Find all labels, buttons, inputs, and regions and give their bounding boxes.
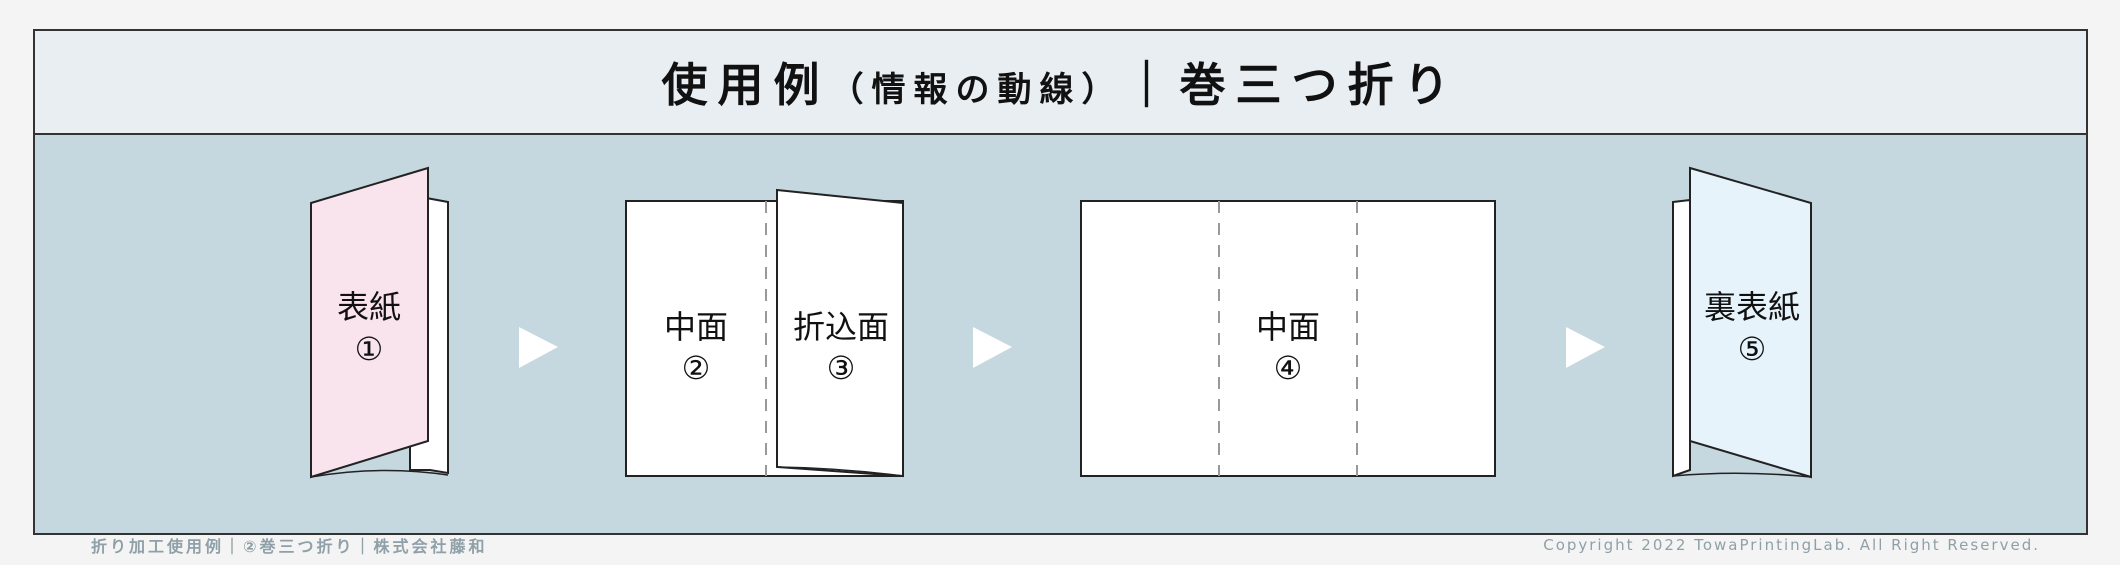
page-title: 使用例（情報の動線）｜巻三つ折り [662,49,1460,115]
cover-bottom-edge [310,469,449,478]
foldin-label: 折込面 [793,308,889,346]
foldin-number: ③ [827,349,856,387]
copyright-text: Copyright 2022 TowaPrintingLab. All Righ… [1543,536,2040,554]
title-main: 使用例 [661,58,830,112]
inner-label: 中面 [664,308,728,346]
open-number: ④ [1274,349,1303,387]
inner-number: ② [682,349,711,387]
open-sheet [1080,200,1496,477]
open-label: 中面 [1256,308,1320,346]
back-cover-back-sheet [1672,198,1691,478]
step-inner-fold: 中面 ② 折込面 ③ [625,188,904,478]
cover-number: ① [355,330,384,368]
footer-left-caption: 折り加工使用例｜②巻三つ折り｜株式会社藤和 [91,537,488,556]
cover-sheet [310,166,429,479]
title-sub: （情報の動線） [829,70,1124,110]
back-cover-sheet [1689,166,1812,479]
arrow-right-1 [519,327,558,368]
arrow-right-2 [973,327,1012,368]
cover-label: 表紙 [337,288,401,326]
back-cover-number: ⑤ [1738,330,1767,368]
back-cover-label: 裏表紙 [1704,288,1800,326]
arrow-right-3 [1566,327,1605,368]
header-bar: 使用例（情報の動線）｜巻三つ折り [35,31,2086,135]
foldin-flap-edge [776,466,904,477]
back-cover-bottom-edge [1672,472,1812,478]
step-cover: 表紙 ① [310,166,449,479]
title-fold: 巻三つ折り [1179,58,1460,112]
step-back-cover: 裏表紙 ⑤ [1672,166,1812,479]
step-fully-open: 中面 ④ [1080,200,1496,477]
title-divider: ｜ [1123,58,1180,112]
